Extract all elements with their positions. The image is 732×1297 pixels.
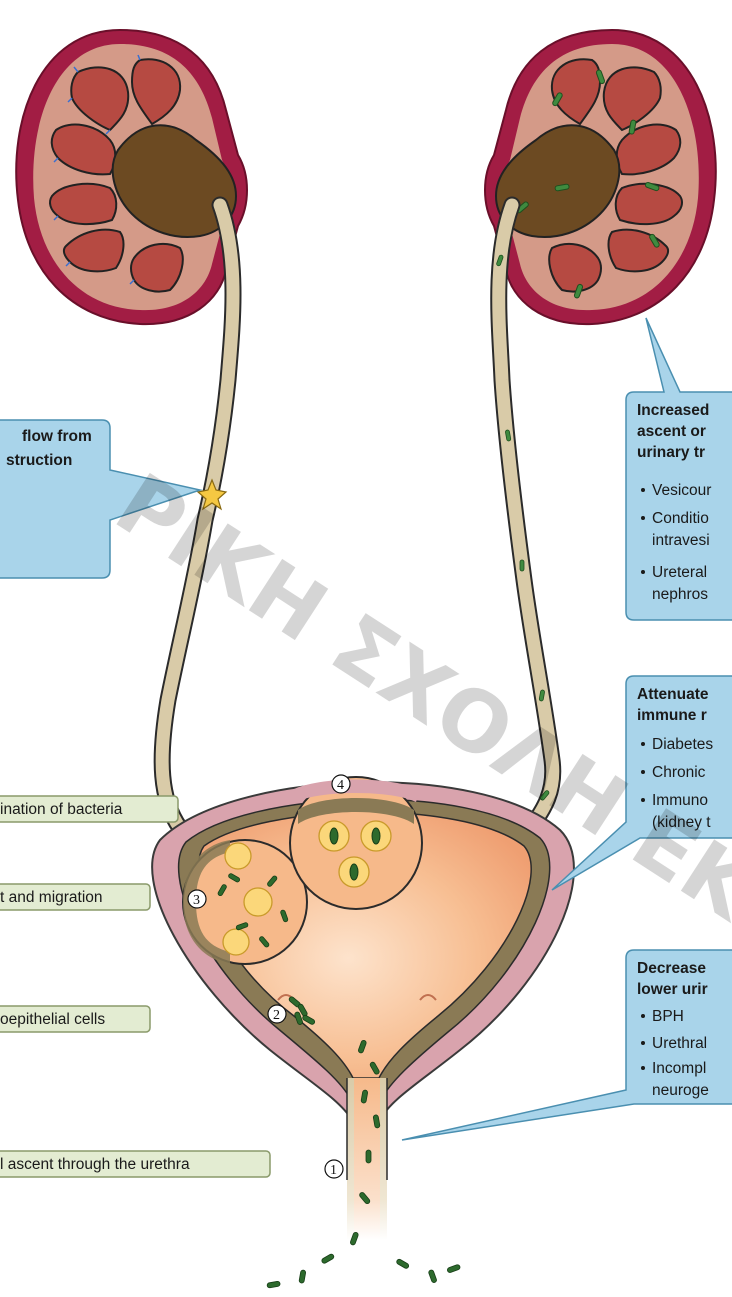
decreased-bullet-3: Incompl xyxy=(652,1060,706,1077)
increased-bullet-1: Vesicour xyxy=(652,482,711,499)
increased-line-3: urinary tr xyxy=(637,444,705,461)
step-label-3-text: t and migration xyxy=(0,889,103,906)
attenuated-bullet-1: Diabetes xyxy=(652,736,713,753)
attenuated-line-2: immune r xyxy=(637,707,707,724)
attenuated-bullet-2: Chronic xyxy=(652,764,706,781)
step-label-3: t and migration xyxy=(0,884,150,910)
step-label-2-text: oepithelial cells xyxy=(0,1011,105,1028)
step-marker-4: 4 xyxy=(332,775,350,793)
increased-bullet-3: Ureteral xyxy=(652,564,707,581)
decreased-line-2: lower urir xyxy=(637,981,708,998)
step-label-4-text: ination of bacteria xyxy=(0,801,123,818)
step-label-4: ination of bacteria xyxy=(0,796,178,822)
attenuated-line-1: Attenuate xyxy=(637,686,709,703)
step-marker-4-text: 4 xyxy=(337,778,344,793)
step-label-1-text: l ascent through the urethra xyxy=(0,1156,190,1173)
increased-line-2: ascent or xyxy=(637,423,706,440)
step-marker-3: 3 xyxy=(188,890,206,908)
increased-bullet-2b: intravesi xyxy=(652,532,710,549)
decreased-bullet-1: BPH xyxy=(652,1008,684,1025)
step-marker-1: 1 xyxy=(325,1160,343,1178)
step-marker-1-text: 1 xyxy=(330,1163,337,1178)
step-marker-2-text: 2 xyxy=(273,1008,280,1023)
step-label-2: oepithelial cells xyxy=(0,1006,150,1032)
callout-increased: Increased ascent or urinary tr Vesicour … xyxy=(626,318,732,620)
decreased-bullet-2: Urethral xyxy=(652,1035,707,1052)
decreased-line-1: Decrease xyxy=(637,960,706,977)
increased-bullet-2: Conditio xyxy=(652,510,709,527)
step-label-1: l ascent through the urethra xyxy=(0,1151,270,1177)
step-marker-3-text: 3 xyxy=(193,893,200,908)
right-kidney xyxy=(485,30,716,324)
step-marker-2: 2 xyxy=(268,1005,286,1023)
increased-line-1: Increased xyxy=(637,402,709,419)
increased-bullet-3b: nephros xyxy=(652,586,708,603)
inset-step-4 xyxy=(290,777,422,909)
left-kidney xyxy=(16,30,247,324)
obstruction-line-2: struction xyxy=(6,452,72,469)
decreased-bullet-3b: neuroge xyxy=(652,1082,709,1099)
obstruction-line-1: flow from xyxy=(22,428,92,445)
